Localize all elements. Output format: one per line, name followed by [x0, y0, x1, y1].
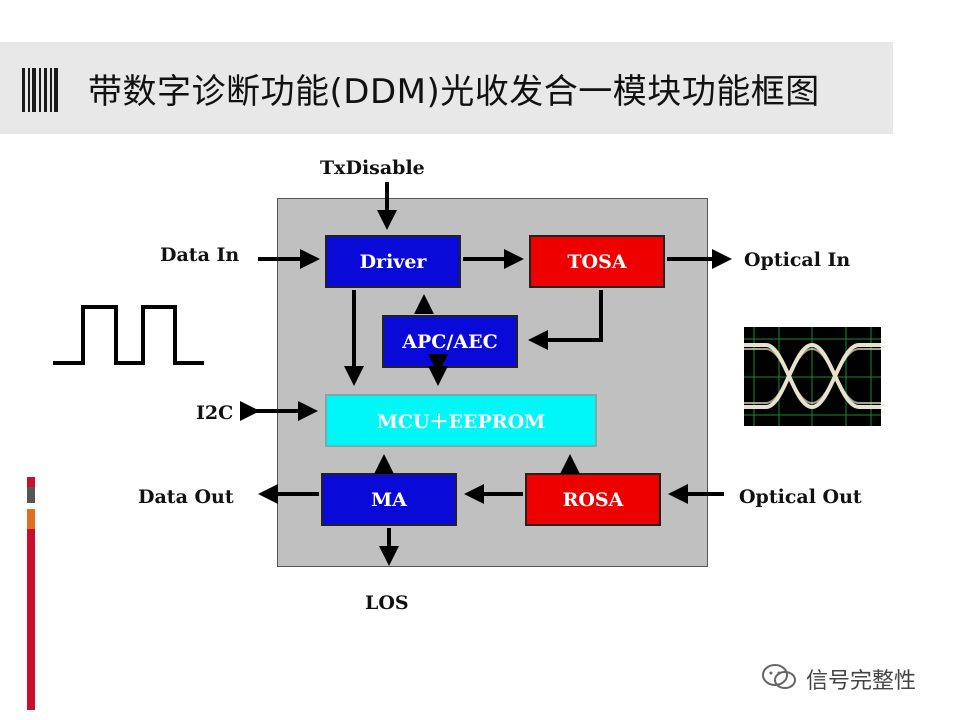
data-in-label: Data In [160, 244, 240, 266]
rosa-block: ROSA [525, 473, 661, 526]
mcu-eeprom-block: MCU＋EEPROM [325, 394, 597, 447]
page-title: 带数字诊断功能(DDM)光收发合一模块功能框图 [88, 72, 820, 112]
txdisable-label: TxDisable [320, 157, 425, 179]
left-accent-bar [27, 477, 35, 710]
eye-diagram-icon [744, 327, 881, 426]
optical-in-label: Optical In [744, 249, 851, 271]
i2c-label: I2C [196, 402, 234, 424]
data-out-label: Data Out [138, 486, 234, 508]
optical-out-label: Optical Out [739, 486, 862, 508]
wechat-icon [762, 664, 796, 689]
barcode-icon [22, 68, 60, 112]
title-bar [0, 42, 893, 134]
ma-block: MA [321, 473, 457, 526]
tosa-block: TOSA [529, 235, 665, 288]
apc-aec-block: APC/AEC [382, 315, 518, 368]
watermark-text: 信号完整性 [806, 669, 917, 694]
square-wave-icon [53, 305, 204, 365]
tosa-apc-arrow [528, 290, 603, 350]
los-label: LOS [365, 592, 409, 614]
driver-block: Driver [325, 235, 461, 288]
